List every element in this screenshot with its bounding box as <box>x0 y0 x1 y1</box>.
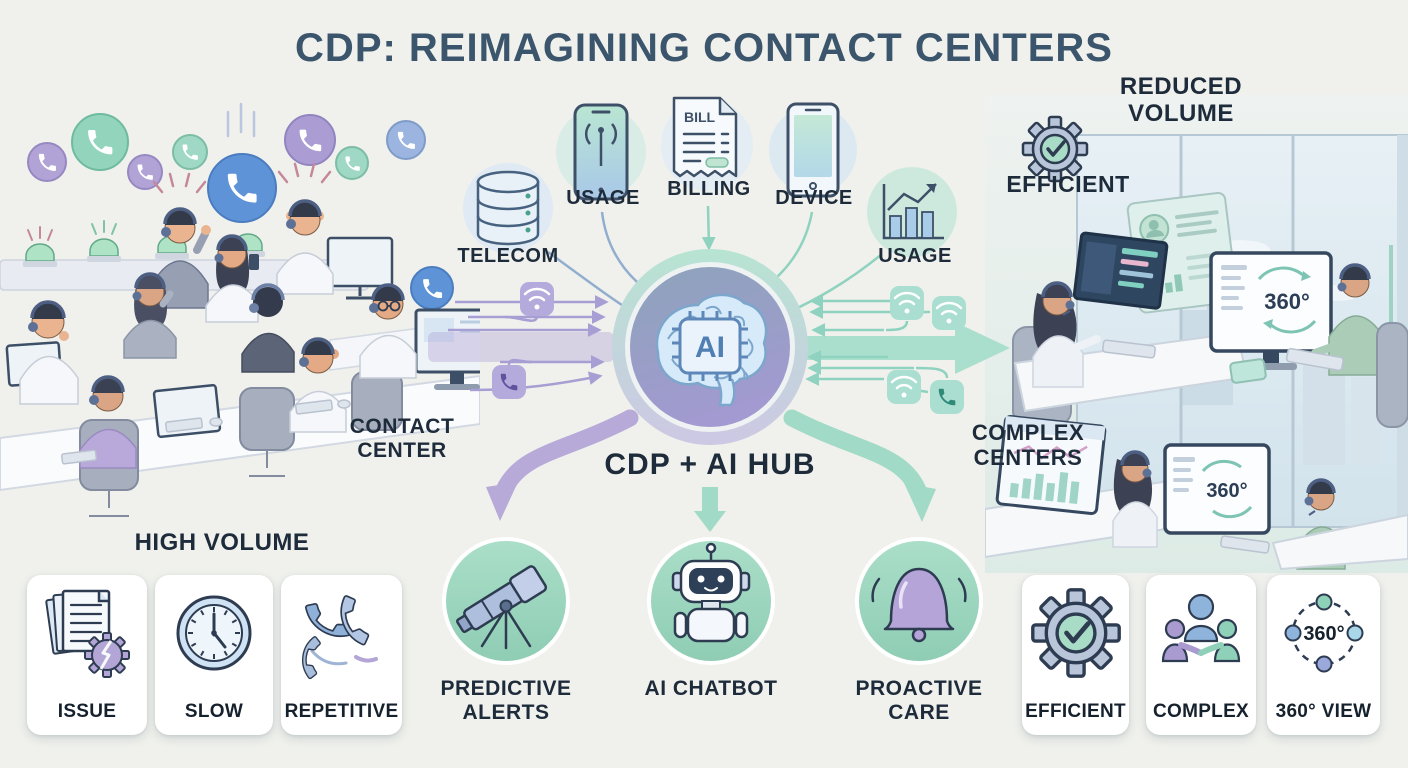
pain-card-label: SLOW <box>184 701 244 722</box>
benefit-card-label: 360° VIEW <box>1275 701 1372 722</box>
360-icon-text: 360° <box>1303 623 1344 645</box>
benefit-card-label: EFFICIENT <box>1025 701 1126 722</box>
benefit-card-complex: COMPLEX <box>1146 575 1256 735</box>
stressed-agents <box>19 199 417 469</box>
keyboard <box>1220 535 1270 554</box>
outcome-ai-chatbot <box>647 537 775 665</box>
clock-icon <box>176 595 252 671</box>
arrow-to-predictive-alerts-head <box>486 482 518 521</box>
office-chair <box>1376 322 1408 428</box>
lower-workstation: 360° <box>985 415 1408 571</box>
stress-marks <box>152 162 332 194</box>
team-icon <box>1161 593 1241 663</box>
fall-streaks <box>226 102 256 138</box>
agent <box>1311 263 1382 376</box>
dashboard-monitor <box>1072 231 1169 310</box>
contact-center-label: CONTACT CENTER <box>349 415 455 462</box>
source-usage-phone-icon <box>556 103 646 201</box>
pain-card-label: REPETITIVE <box>284 701 399 722</box>
ai-chip-text: AI <box>695 331 725 364</box>
wifi-badge <box>932 296 966 330</box>
monitor <box>326 236 394 300</box>
bill-doc-text: BILL <box>684 109 716 125</box>
monitor-360-text: 360° <box>1264 289 1310 314</box>
tangled-phones-icon <box>291 594 381 680</box>
arrow-to-proactive-care-head <box>904 483 936 522</box>
source-label-device: DEVICE <box>775 187 853 209</box>
complex-centers-label: COMPLEX CENTERS <box>971 420 1085 470</box>
agent-monitors <box>5 236 480 439</box>
phone-badge <box>492 365 526 399</box>
outcome-proactive-care <box>855 537 983 665</box>
broken-process-icon <box>45 589 130 678</box>
tablet <box>1229 358 1267 384</box>
inbound-left-flow <box>428 282 614 399</box>
pain-card-slow: SLOW <box>155 575 273 735</box>
ai-chatbot-label: AI CHATBOT <box>644 677 778 700</box>
benefit-card-360-view: 360° 360° VIEW <box>1267 575 1380 735</box>
agent <box>19 300 79 405</box>
source-device-icon <box>769 102 857 198</box>
outcome-predictive-alerts <box>442 537 570 665</box>
wifi-badge <box>887 370 921 404</box>
incoming-call-bubbles <box>27 102 462 364</box>
source-label-usage: USAGE <box>566 187 640 209</box>
arrow-to-predictive-alerts <box>495 409 639 499</box>
cdp-ai-hub: AI <box>612 249 808 445</box>
pain-card-repetitive: REPETITIVE <box>281 575 402 735</box>
pain-card-issue: ISSUE <box>27 575 147 735</box>
monitor-360: 360° <box>1209 251 1333 370</box>
monitor-360: 360° <box>1163 443 1271 535</box>
desk <box>1271 513 1408 571</box>
page-title: CDP: REIMAGINING CONTACT CENTERS <box>295 26 1113 70</box>
source-label-billing: BILLING <box>667 178 751 200</box>
agent <box>205 234 259 323</box>
keyboards <box>60 399 351 465</box>
agent <box>241 283 295 373</box>
agent <box>359 283 417 379</box>
gear-check-icon <box>1026 581 1126 685</box>
keyboard <box>1102 339 1156 359</box>
source-billing-icon: BILL <box>661 96 753 191</box>
robot-icon <box>671 542 751 643</box>
window-frame-accent <box>1389 245 1393 365</box>
agent <box>1032 281 1101 388</box>
outbound-right-flow <box>802 286 1010 414</box>
360-view-icon: 360° <box>1284 593 1363 673</box>
phone-badge <box>930 380 964 414</box>
hub-label: CDP + AI HUB <box>604 448 816 481</box>
agent <box>276 199 334 295</box>
wifi-badge <box>520 282 554 316</box>
agent <box>1112 450 1158 548</box>
high-volume-label: HIGH VOLUME <box>134 529 310 556</box>
telescope-icon <box>456 565 548 650</box>
keyboard <box>1285 347 1344 372</box>
reduced-volume-label: REDUCED VOLUME <box>1119 73 1243 127</box>
benefit-card-efficient: EFFICIENT <box>1022 575 1129 735</box>
efficient-top-label: EFFICIENT <box>1006 171 1130 197</box>
source-label-telecom: TELECOM <box>457 245 559 267</box>
charts-monitor <box>995 415 1107 515</box>
source-usage-chart-icon <box>867 167 957 257</box>
bell-icon <box>871 567 967 643</box>
source-label-usage-chart: USAGE <box>878 245 952 267</box>
reduced-volume-office-illustration: 360° <box>985 95 1408 573</box>
wifi-badge <box>890 286 924 320</box>
proactive-care-label: PROACTIVE CARE <box>855 677 983 724</box>
source-telecom-icon <box>463 163 553 253</box>
arrow-to-proactive-care <box>783 409 927 499</box>
arrow-to-chatbot <box>694 487 726 532</box>
contact-center-illustration <box>0 102 480 517</box>
predictive-alerts-label: PREDICTIVE ALERTS <box>440 677 572 724</box>
upper-workstation: 360° <box>1012 231 1408 428</box>
agent <box>123 272 177 359</box>
brain-icon: AI <box>655 293 768 407</box>
monitor-360-text: 360° <box>1206 480 1247 502</box>
pain-card-label: ISSUE <box>57 701 117 722</box>
benefit-card-label: COMPLEX <box>1152 701 1250 722</box>
